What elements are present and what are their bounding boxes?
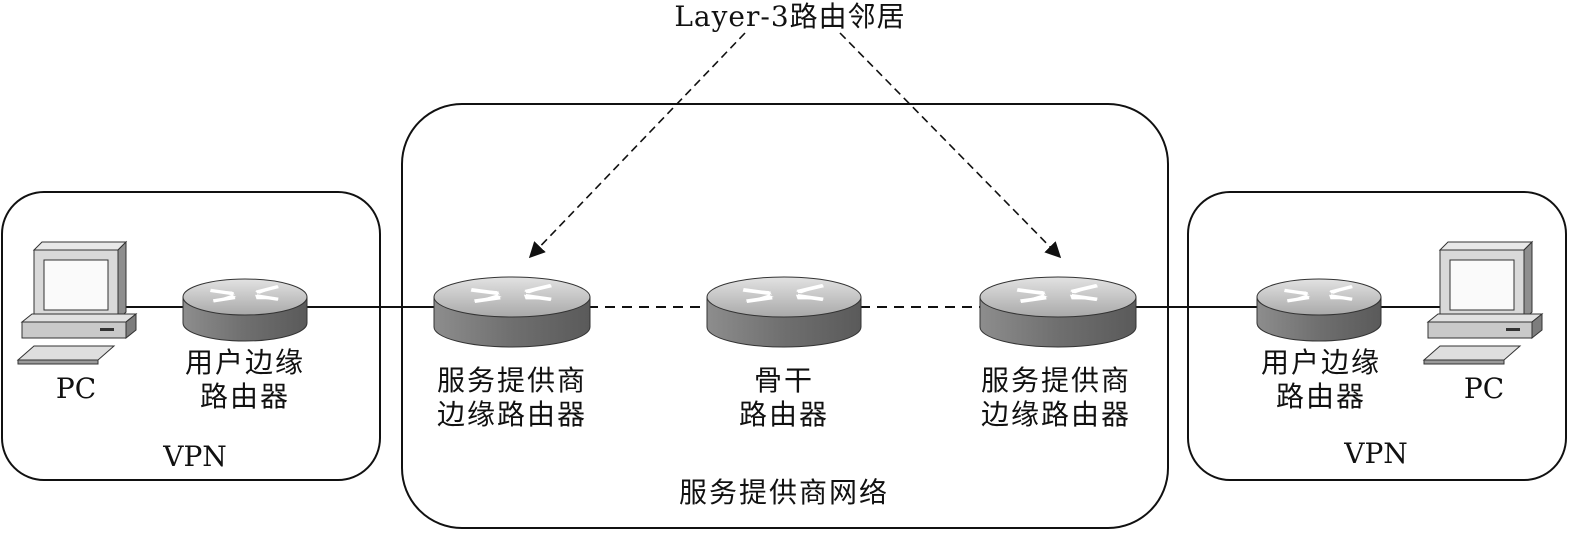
backbone-label-line1: 骨干 xyxy=(753,364,814,397)
backbone-label: 骨干 路由器 xyxy=(694,364,874,432)
pc-right-label: PC xyxy=(1463,372,1505,405)
ce-right-label-line2: 路由器 xyxy=(1275,380,1366,413)
pe-right-label: 服务提供商 边缘路由器 xyxy=(946,364,1166,432)
router-icon xyxy=(182,278,308,342)
pc-icon xyxy=(16,240,138,365)
pe-left-label-line2: 边缘路由器 xyxy=(436,398,587,431)
router-icon xyxy=(979,276,1137,348)
ce-right-label-line1: 用户边缘 xyxy=(1260,346,1381,379)
ce-right-label: 用户边缘 路由器 xyxy=(1236,346,1406,414)
ce-left-label-line1: 用户边缘 xyxy=(184,346,305,379)
zone-left-vpn xyxy=(1,191,381,481)
zone-right-label: VPN xyxy=(1344,437,1408,470)
router-icon xyxy=(1256,278,1382,342)
pe-left-label: 服务提供商 边缘路由器 xyxy=(402,364,622,432)
pe-right-label-line1: 服务提供商 xyxy=(980,364,1131,397)
ce-left-label-line2: 路由器 xyxy=(199,380,290,413)
annotation-arrow-right xyxy=(839,32,1062,259)
pe-left-label-line1: 服务提供商 xyxy=(436,364,587,397)
annotation-arrow-left xyxy=(528,32,746,259)
zone-provider-network xyxy=(401,103,1169,529)
pc-left-label: PC xyxy=(55,372,97,405)
router-icon xyxy=(706,276,862,348)
diagram-title: Layer-3路由邻居 xyxy=(674,0,906,33)
zone-middle-label: 服务提供商网络 xyxy=(678,476,889,509)
backbone-label-line2: 路由器 xyxy=(738,398,829,431)
zone-left-label: VPN xyxy=(163,440,227,473)
pe-right-label-line2: 边缘路由器 xyxy=(980,398,1131,431)
pc-icon xyxy=(1422,240,1544,365)
router-icon xyxy=(433,276,591,348)
ce-left-label: 用户边缘 路由器 xyxy=(160,346,330,414)
zone-right-vpn xyxy=(1187,191,1567,481)
